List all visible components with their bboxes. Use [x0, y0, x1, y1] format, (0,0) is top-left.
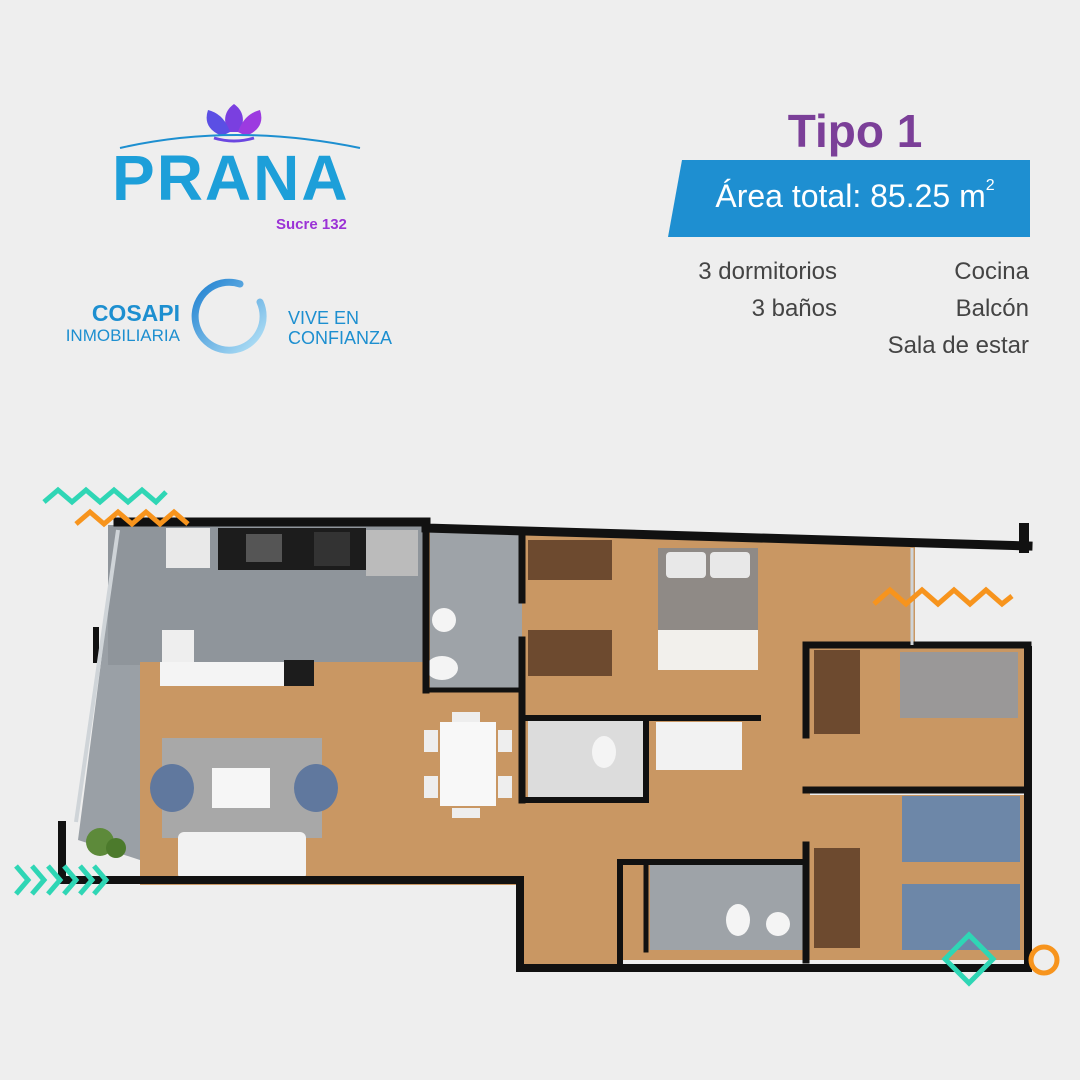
washer	[166, 528, 210, 568]
lotus-icon	[206, 104, 262, 143]
bed-4	[902, 884, 1020, 950]
prana-wordmark: PRANA	[112, 142, 350, 214]
prana-logo	[119, 104, 361, 149]
feature-living-room: Sala de estar	[887, 332, 1029, 359]
developer-name: COSAPI	[91, 300, 180, 326]
bed-2	[900, 652, 1018, 718]
kitchen-bar	[160, 662, 290, 686]
total-area: Área total: 85.25 m2	[690, 177, 1020, 214]
master-pillow-1	[666, 552, 706, 578]
toilet-1	[426, 656, 458, 680]
toilet-2	[592, 736, 616, 768]
feature-bedrooms: 3 dormitorios	[698, 258, 837, 285]
master-pillow-2	[710, 552, 750, 578]
bed-3	[902, 796, 1020, 862]
area-unit-exponent: 2	[985, 177, 995, 194]
area-banner	[668, 160, 1030, 237]
bathroom-2-floor	[528, 718, 646, 800]
balcony-glass	[74, 529, 120, 823]
master-bed-blanket	[658, 630, 758, 670]
feature-bathrooms: 3 baños	[751, 295, 837, 322]
dining-table	[440, 722, 496, 806]
unit-type-title: Tipo 1	[787, 105, 923, 157]
study-sofa	[656, 722, 742, 770]
closet-4	[814, 848, 860, 948]
total-area-label: Área total: 85.25 m	[715, 178, 986, 214]
washbasin-1	[432, 608, 456, 632]
closet-2	[528, 630, 612, 676]
sofa	[178, 832, 306, 880]
closet-1	[528, 540, 612, 580]
prana-address: Sucre 132	[276, 216, 347, 233]
coffee-table	[212, 768, 270, 808]
slogan-line-1: VIVE EN	[288, 308, 360, 328]
ring-icon	[191, 278, 267, 354]
developer-subtitle: INMOBILIARIA	[65, 326, 180, 345]
washbasin-3	[766, 912, 790, 936]
kitchen-sink	[246, 534, 282, 562]
bathroom-3-floor	[650, 865, 805, 950]
slogan-line-2: CONFIANZA	[288, 328, 393, 348]
armchair-right	[294, 764, 338, 812]
dining-chairs	[424, 712, 512, 818]
feature-kitchen: Cocina	[954, 258, 1029, 285]
closet-3	[814, 650, 860, 734]
feature-balcony: Balcón	[955, 295, 1029, 322]
bar-counter	[284, 660, 314, 686]
stove	[314, 532, 350, 566]
fridge	[366, 530, 418, 576]
plant-icon	[86, 828, 126, 858]
armchair-left	[150, 764, 194, 812]
toilet-3	[726, 904, 750, 936]
floorplan	[58, 517, 1033, 972]
laundry-sink	[162, 630, 194, 662]
